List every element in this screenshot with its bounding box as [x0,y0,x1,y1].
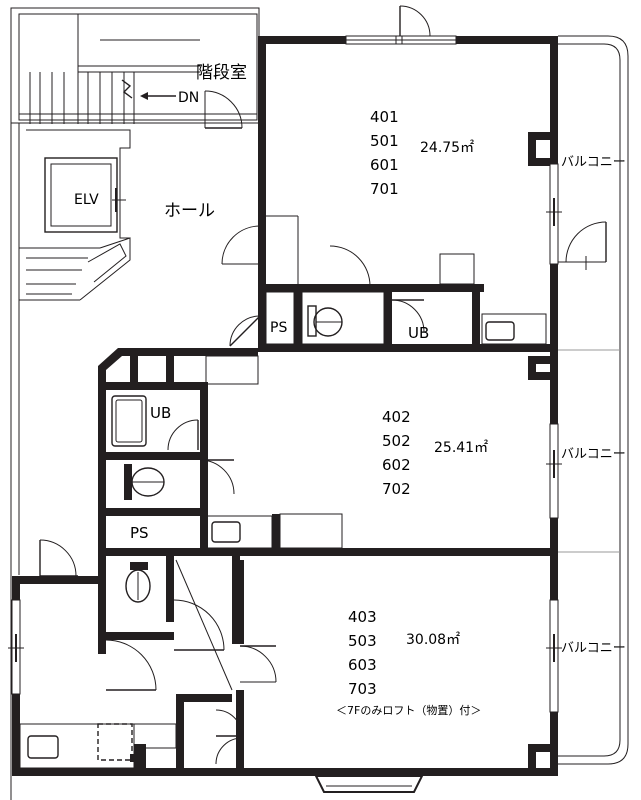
unit-403-inner-door [173,559,233,691]
unit-401-entry-door-top [399,5,431,37]
elevator-shaft [44,157,126,233]
unit-403-kitchen [19,723,177,769]
unit-402-toilet-door [199,459,235,495]
balcony-door [565,221,607,270]
unit-403-room-door [239,645,277,683]
unit-403-area: 30.08㎡ [406,632,460,648]
unit-403-small-door [215,709,243,765]
unit-403-toilet-door [105,639,157,691]
unit-403-number-4: 703 [348,680,377,698]
unit-401-balcony-window [546,163,562,265]
unit-402-number-3: 602 [382,456,411,474]
unit-402-balcony-window [546,423,562,519]
unit-401-area: 24.75㎡ [420,140,474,156]
unit-402-number-1: 402 [382,408,411,426]
unit-403-balcony-window [546,599,562,713]
unit-402-door-hall [205,355,259,385]
unit-402-walls [98,348,558,556]
unit-401-number-3: 601 [370,156,399,174]
unit-402-balcony-label: バルコニー [561,447,626,462]
down-label: DN [178,90,199,106]
stair-treads [29,14,200,124]
unit-401-balcony-label: バルコニー [561,155,626,170]
unit-403-number-3: 603 [348,656,377,674]
stairwell-label: 階段室 [196,63,247,83]
elevator-label: ELV [74,192,99,208]
down-arrow-icon [140,92,176,100]
unit-402-number-2: 502 [382,432,411,450]
unit-401-number-2: 501 [370,132,399,150]
unit-403-walls [12,548,558,776]
unit-403-toilet [125,562,151,603]
unit-401-window-top [345,35,457,45]
unit-403-number-1: 403 [348,608,377,626]
unit-401-door-hall [221,225,261,265]
unit-402-ub-door [167,419,199,451]
unit-403-loft-note: ＜7Fのみロフト（物置）付＞ [336,703,481,717]
unit-402-ps-label: PS [130,524,149,542]
unit-402-toilet [124,464,165,500]
unit-403-number-2: 503 [348,632,377,650]
unit-401-number-4: 701 [370,180,399,198]
unit-401-ps-box [265,291,295,345]
unit-402-ub-label: UB [150,404,171,422]
unit-401-kitchen [439,253,547,345]
unit-403-left-window [8,599,24,695]
unit-403-entry-door [39,539,78,577]
unit-403-bay-window [314,775,424,793]
unit-401-ps-door [229,315,261,347]
unit-402-number-4: 702 [382,480,411,498]
unit-402-bath [111,395,147,447]
unit-402-area: 25.41㎡ [434,440,488,456]
balcony-outline [558,35,629,765]
unit-401-toilet-door [329,245,371,287]
unit-401-ub-label: UB [408,324,429,342]
hall-label: ホール [164,201,215,221]
stair-door [204,90,243,129]
hall-outline [10,123,299,800]
unit-401-number-1: 401 [370,108,399,126]
unit-401-ub-door [391,299,425,333]
unit-401-ps-label: PS [270,320,287,336]
unit-403-balcony-label: バルコニー [561,641,626,656]
unit-401-toilet [301,291,385,345]
